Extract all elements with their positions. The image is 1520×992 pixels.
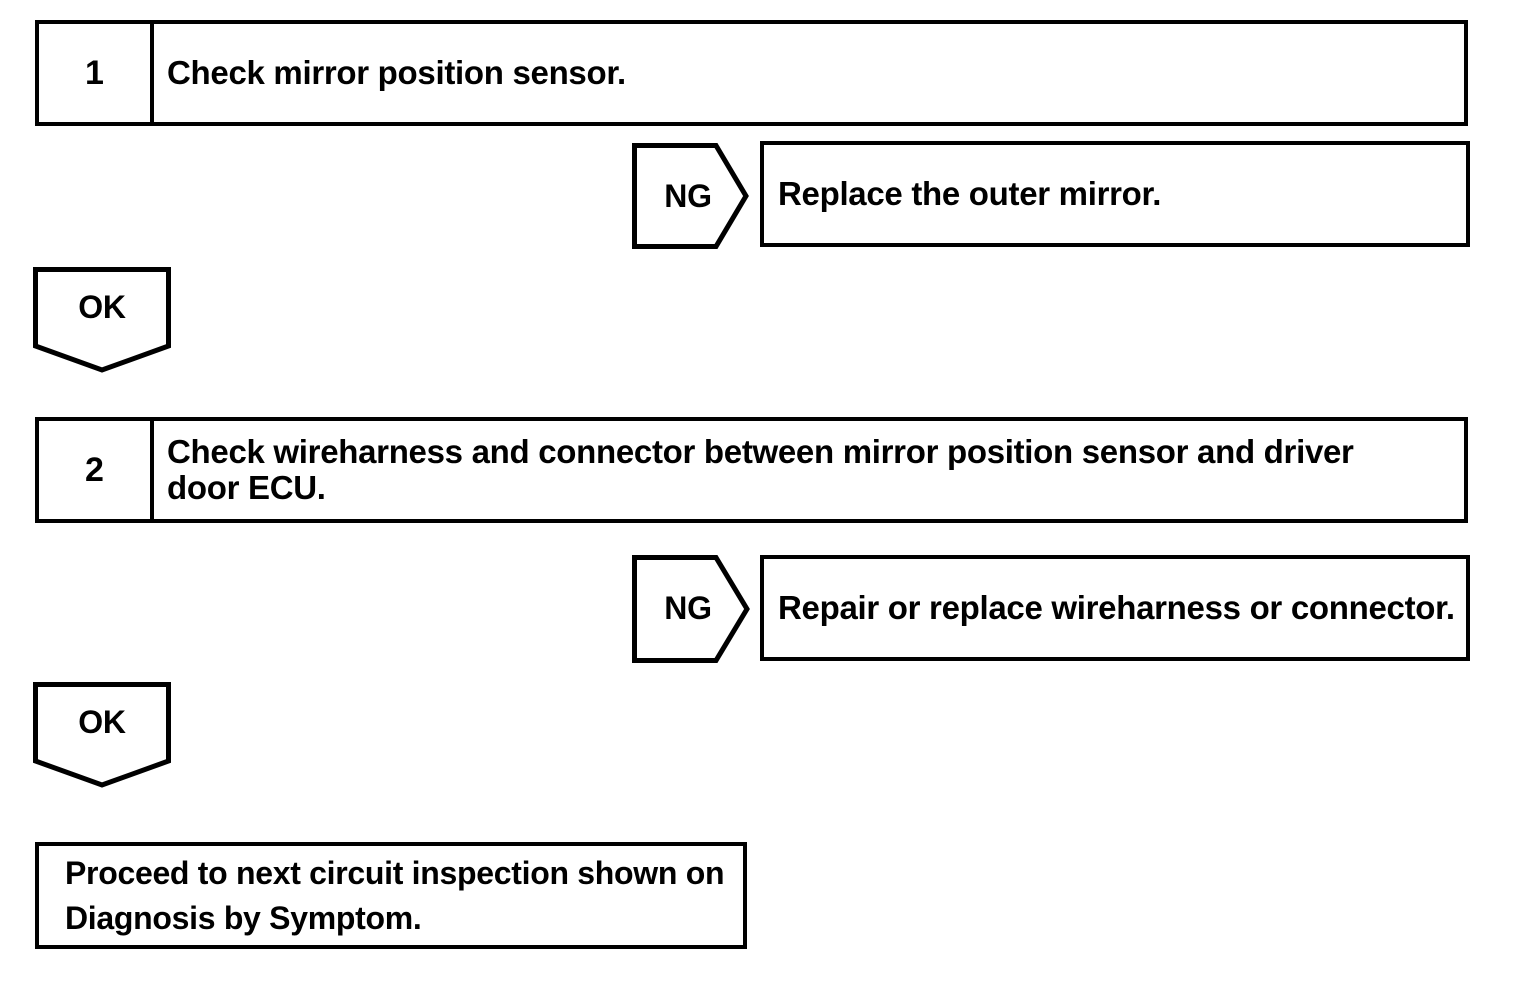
- step-2-box: 2 Check wireharness and connector betwee…: [35, 417, 1468, 523]
- step-2-instruction: Check wireharness and connector between …: [154, 421, 1464, 519]
- step-1-ng-connector: NG: [632, 143, 749, 249]
- ok-label: OK: [78, 703, 126, 740]
- terminal-line: Proceed to next circuit inspection shown…: [65, 854, 725, 891]
- step-number-text: 1: [85, 53, 104, 92]
- step-1-instruction: Check mirror position sensor.: [154, 24, 1464, 122]
- instruction-line: Check mirror position sensor.: [167, 54, 626, 91]
- ng-arrow-icon: [632, 555, 750, 663]
- ng-label: NG: [664, 177, 712, 214]
- step-2-number: 2: [39, 421, 154, 519]
- terminal-line: Diagnosis by Symptom.: [65, 899, 422, 936]
- step-2-ok-connector: OK: [33, 682, 171, 788]
- ok-arrow-icon: [33, 682, 171, 788]
- terminal-box: Proceed to next circuit inspection shown…: [35, 842, 747, 949]
- instruction-line: door ECU.: [167, 469, 326, 506]
- ng-action-text: Repair or replace wireharness or connect…: [778, 589, 1455, 626]
- step-1-number: 1: [39, 24, 154, 122]
- step-1-ok-connector: OK: [33, 267, 171, 373]
- ok-label: OK: [78, 288, 126, 325]
- step-1-box: 1 Check mirror position sensor.: [35, 20, 1468, 126]
- step-1-ng-action-box: Replace the outer mirror.: [760, 141, 1470, 247]
- instruction-line: Check wireharness and connector between …: [167, 433, 1354, 470]
- step-number-text: 2: [85, 450, 104, 489]
- ok-arrow-icon: [33, 267, 171, 373]
- step-2-ng-action-box: Repair or replace wireharness or connect…: [760, 555, 1470, 661]
- ng-action-text: Replace the outer mirror.: [778, 175, 1162, 212]
- ng-arrow-icon: [632, 143, 749, 249]
- step-2-ng-connector: NG: [632, 555, 750, 663]
- ng-label: NG: [664, 589, 712, 626]
